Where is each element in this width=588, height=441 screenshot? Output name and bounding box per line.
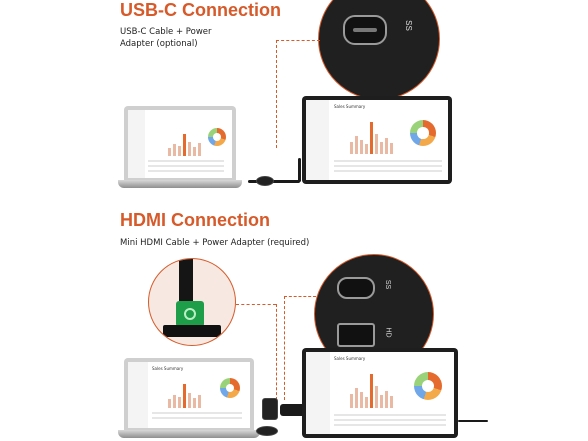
usbc-cable: [248, 180, 300, 183]
mini-hdmi-connector: [176, 301, 204, 327]
usbc-callout-h: [276, 40, 320, 41]
hdmi-port-label-bottom: HD: [384, 327, 392, 338]
laptop-bottom: Sales Summary: [124, 358, 254, 430]
laptop-bottom-screen-title: Sales Summary: [152, 366, 184, 371]
monitor-top-screen: Sales Summary: [306, 100, 448, 180]
hdmi-heading: HDMI Connection: [120, 210, 270, 230]
hdmi-callout-left-h: [236, 304, 276, 305]
laptop-top: [124, 106, 236, 180]
laptop-top-screen: [128, 110, 232, 178]
hdmi-caption: Mini HDMI Cable + Power Adapter (require…: [120, 238, 310, 248]
monitor-top: Sales Summary: [302, 96, 452, 184]
hdmi-port-label-top: SS: [384, 279, 392, 290]
usbc-caption: USB-C Cable + Power Adapter (optional): [120, 26, 212, 50]
laptop-bottom-screen: Sales Summary: [128, 362, 250, 428]
usbc-caption-line2: Adapter (optional): [120, 39, 198, 49]
laptop-top-base: [118, 180, 242, 188]
hdmi-callout-left-v: [276, 304, 277, 400]
monitor-bottom: Sales Summary: [302, 348, 458, 438]
monitor-bottom-screen-title: Sales Summary: [334, 356, 366, 361]
mini-hdmi-port: [337, 323, 375, 347]
usbc-port: [343, 15, 387, 45]
usbc-port-label: SS: [403, 20, 413, 31]
monitor-bottom-screen: Sales Summary: [306, 352, 454, 434]
usbc-heading: USB-C Connection: [120, 0, 281, 20]
hdmi-callout-right-v: [284, 296, 285, 400]
hdmi-cable-block: [280, 404, 306, 416]
hdmi-adapter: [262, 398, 278, 420]
power-plug-bottom: [256, 426, 278, 436]
usbc-callout-v: [276, 40, 277, 148]
usbc-cable-riser: [298, 158, 301, 182]
usbc-port-small: [337, 277, 375, 299]
monitor-bottom-side-cable: [458, 420, 488, 422]
laptop-bottom-base: [118, 430, 260, 438]
usbc-plug: [256, 176, 274, 186]
usbc-caption-line1: USB-C Cable + Power: [120, 27, 212, 37]
usbc-port-zoom: SS: [318, 0, 440, 100]
mini-hdmi-connector-zoom: [148, 258, 236, 346]
hdmi-callout-right-h: [284, 296, 316, 297]
monitor-top-screen-title: Sales Summary: [334, 104, 366, 109]
